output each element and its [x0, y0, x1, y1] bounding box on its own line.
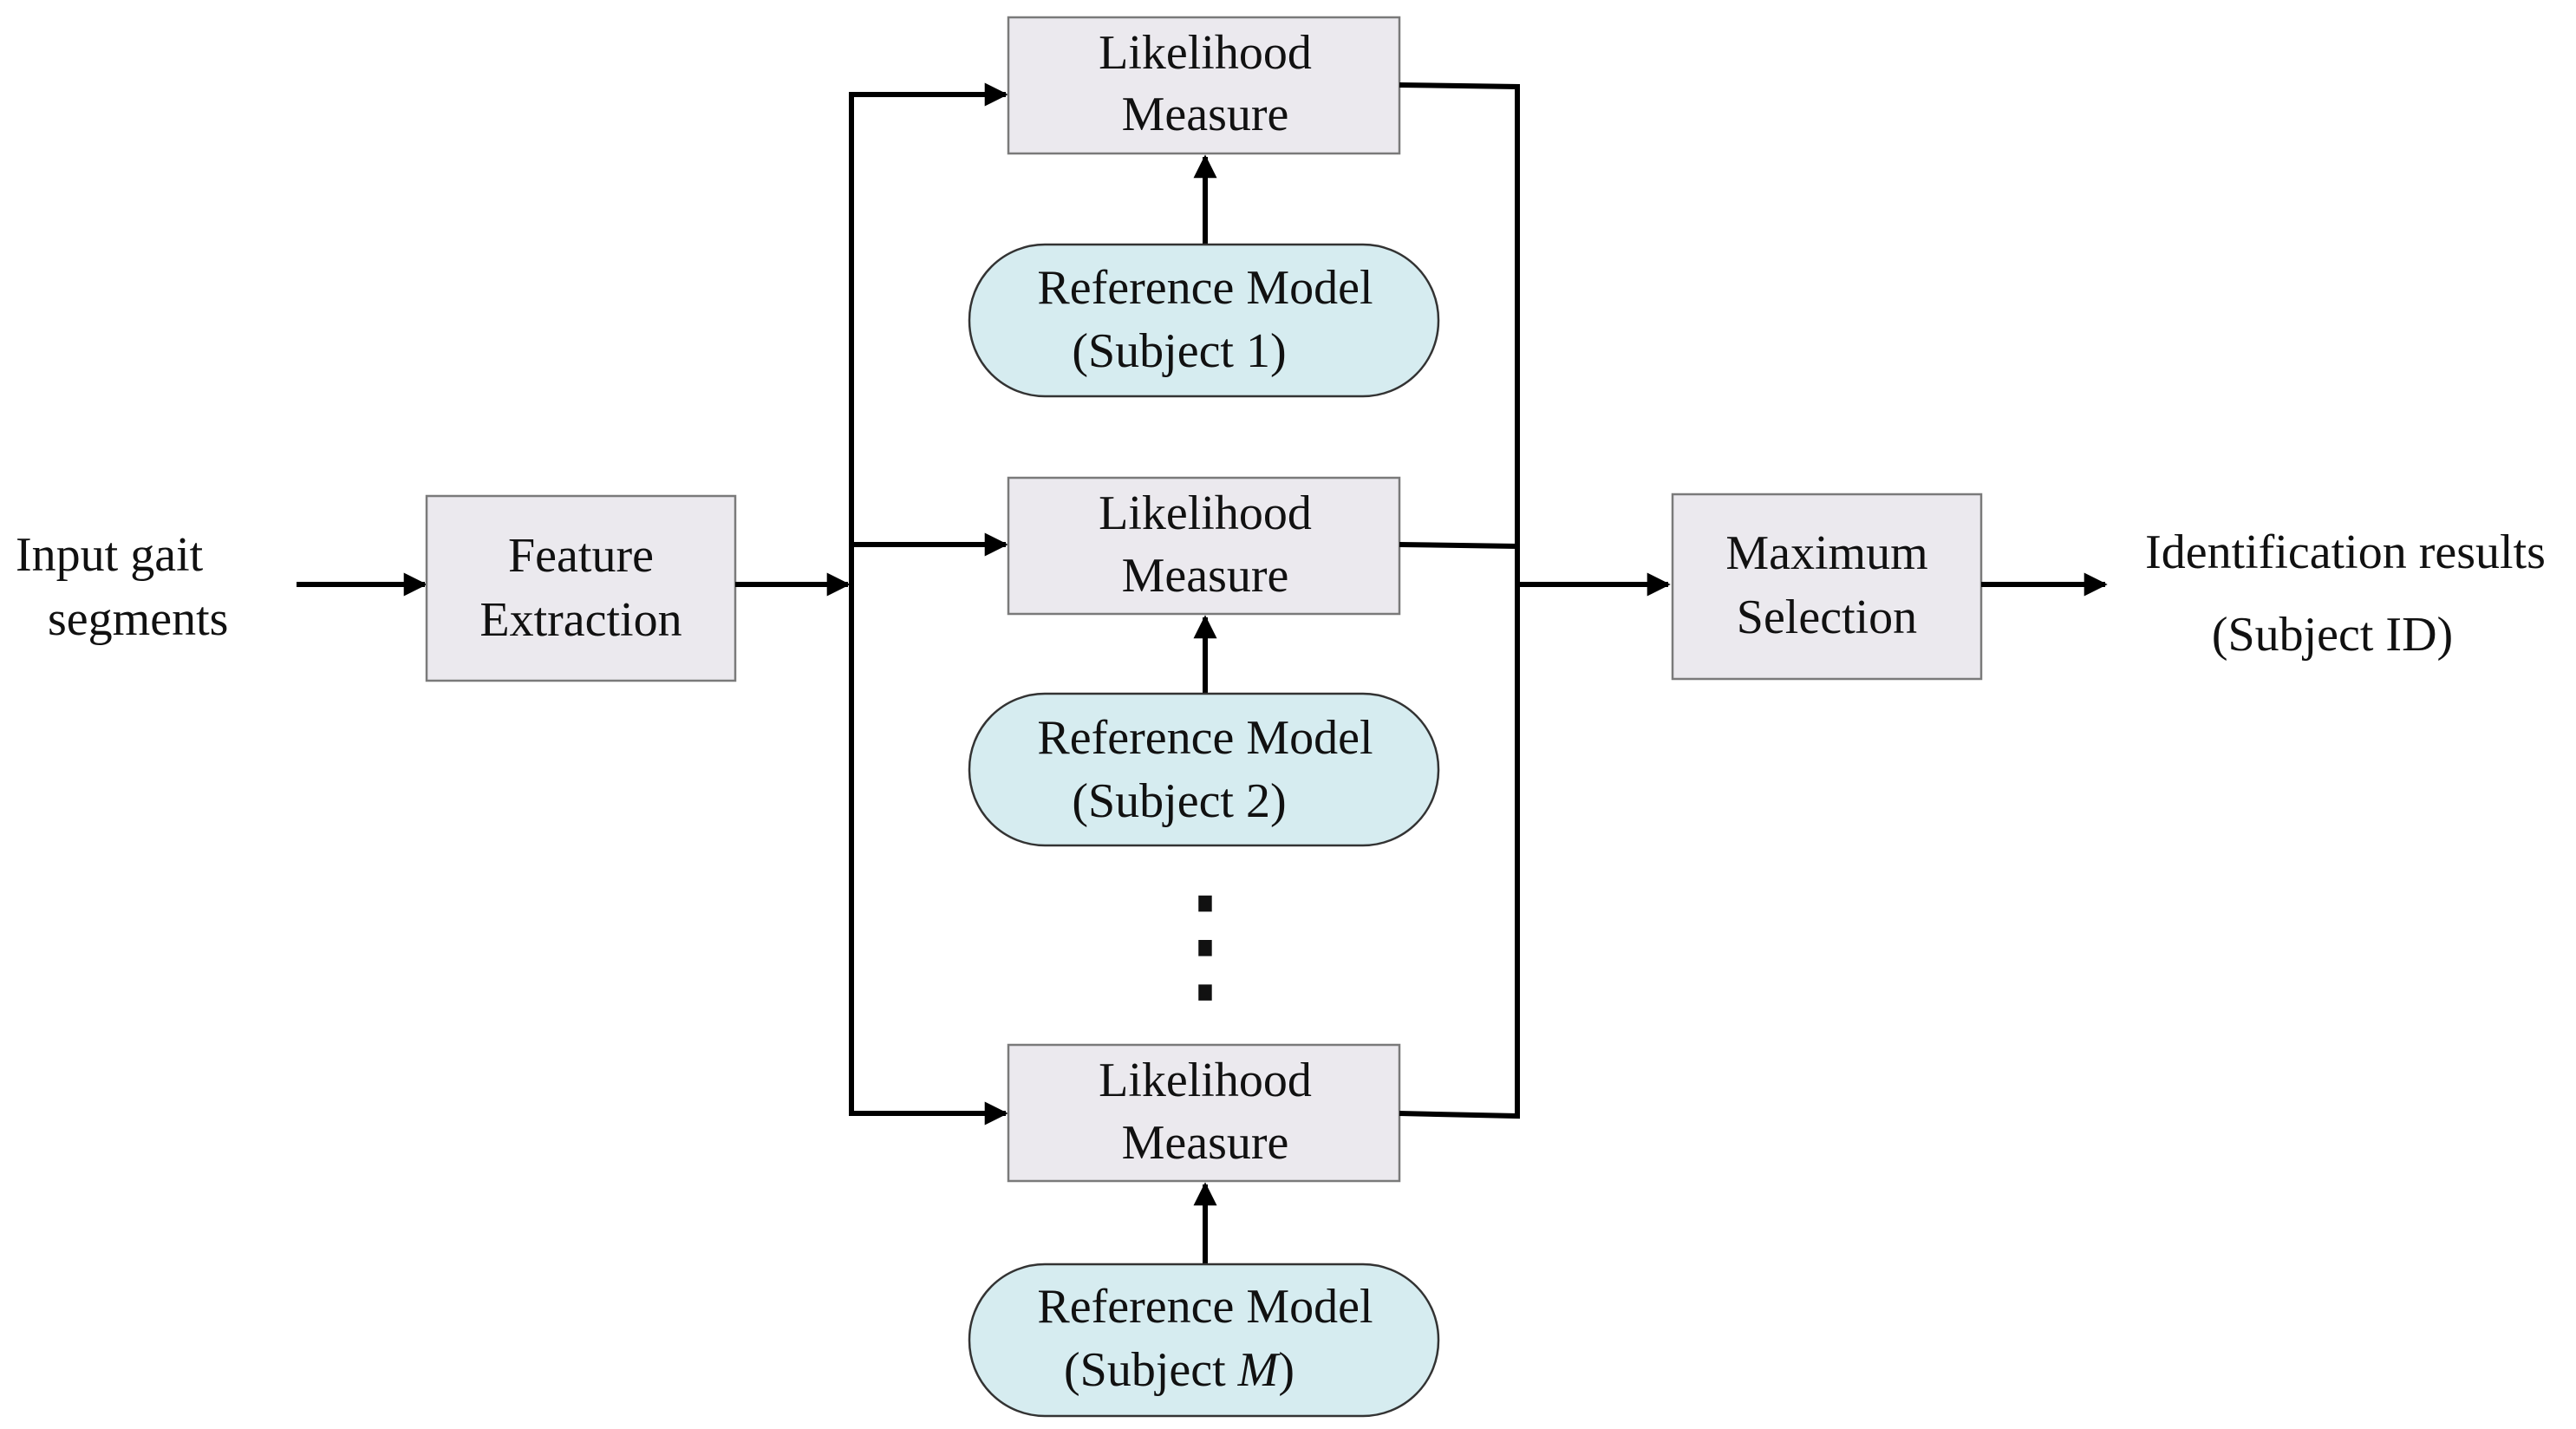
likelihood-measure-box-m: Likelihood Measure: [1007, 1043, 1401, 1183]
reference-model-1-line2: (Subject 1): [1072, 324, 1286, 378]
input-label-line2: segments: [48, 592, 228, 646]
output-label: Identification results (Subject ID): [2145, 525, 2546, 662]
reference-model-2-line1: Reference Model: [1037, 711, 1373, 765]
maximum-selection-line1: Maximum: [1725, 526, 1927, 580]
reference-model-2-line2: (Subject 2): [1072, 774, 1286, 828]
likelihood-m-line1: Likelihood: [1099, 1054, 1312, 1107]
reference-model-m-line1: Reference Model: [1037, 1280, 1373, 1334]
likelihood-1-line2: Measure: [1122, 88, 1289, 141]
merge-lines: [1399, 82, 1520, 1119]
likelihood-m-line2: Measure: [1122, 1116, 1289, 1170]
likelihood-2-line2: Measure: [1122, 549, 1289, 603]
reference-model-2: Reference Model (Subject 2): [968, 692, 1440, 847]
maximum-selection-box: Maximum Selection: [1671, 493, 1983, 681]
reference-model-m: Reference Model (Subject M): [968, 1263, 1440, 1418]
maximum-selection-line2: Selection: [1737, 591, 1917, 644]
likelihood-measure-box-2: Likelihood Measure: [1007, 476, 1401, 616]
feature-extraction-line1: Feature: [508, 529, 654, 583]
reference-model-1-line1: Reference Model: [1037, 261, 1373, 315]
output-label-line2: (Subject ID): [2212, 608, 2453, 662]
reference-model-m-line2: (Subject M): [1064, 1343, 1295, 1397]
likelihood-2-line1: Likelihood: [1099, 486, 1312, 540]
reference-model-1: Reference Model (Subject 1): [968, 243, 1440, 398]
likelihood-measure-box-1: Likelihood Measure: [1007, 16, 1401, 155]
feature-extraction-box: Feature Extraction: [425, 494, 737, 682]
input-label: Input gait segments: [16, 528, 228, 646]
feature-extraction-line2: Extraction: [479, 593, 681, 647]
input-label-line1: Input gait: [16, 528, 204, 582]
likelihood-1-line1: Likelihood: [1099, 26, 1312, 80]
merge-line-2: [1399, 542, 1518, 549]
ellipsis-dots: ⋮: [1140, 873, 1270, 1017]
output-label-line1: Identification results: [2145, 525, 2546, 579]
